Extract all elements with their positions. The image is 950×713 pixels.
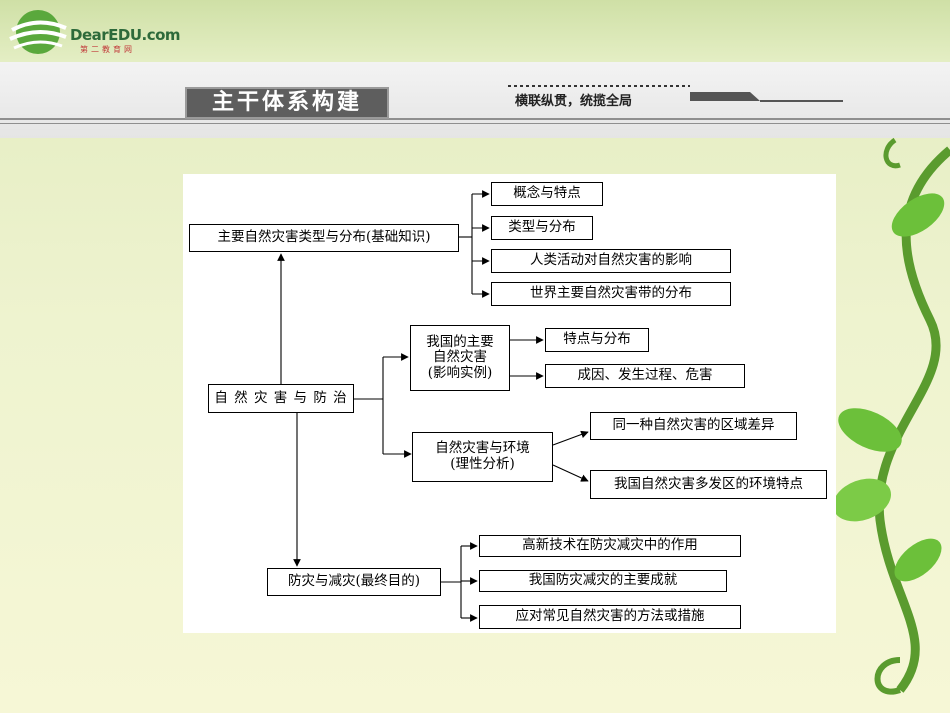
item-human-impact: 人类活动对自然灾害的影响 <box>491 249 731 273</box>
line: (理性分析) <box>450 456 515 472</box>
item-response-methods: 应对常见自然灾害的方法或措施 <box>479 605 741 629</box>
item-main-achievements: 我国防灾减灾的主要成就 <box>479 570 727 592</box>
page-title: 主干体系构建 <box>185 87 389 119</box>
divider <box>0 118 950 120</box>
branch-disaster-environment: 自然灾害与环境 (理性分析) <box>412 432 553 482</box>
branch-basic-knowledge: 主要自然灾害类型与分布(基础知识) <box>189 224 459 252</box>
item-causes-process-harm: 成因、发生过程、危害 <box>545 364 745 388</box>
line: 我国的主要 <box>426 333 494 350</box>
top-band <box>0 0 950 62</box>
item-high-tech-role: 高新技术在防灾减灾中的作用 <box>479 535 741 557</box>
line: 自然灾害与环境 <box>435 440 530 457</box>
item-features-distribution: 特点与分布 <box>545 328 649 352</box>
logo-text: DearEDU.com <box>70 26 181 44</box>
logo-subtext: 第二教育网 <box>80 45 135 54</box>
site-logo[interactable]: DearEDU.com 第二教育网 <box>8 8 181 58</box>
line: 自然灾害 <box>433 349 487 366</box>
item-regional-differences: 同一种自然灾害的区域差异 <box>590 412 797 440</box>
item-types-distribution: 类型与分布 <box>491 216 593 240</box>
connector-lines <box>277 190 589 622</box>
page-subtitle: 横联纵贯，统揽全局 <box>515 94 633 109</box>
root-node: 自 然 灾 害 与 防 治 <box>208 384 354 413</box>
branch-china-disasters: 我国的主要 自然灾害 (影响实例) <box>410 325 510 391</box>
header-decoration <box>508 85 843 102</box>
item-environment-features: 我国自然灾害多发区的环境特点 <box>590 470 827 499</box>
item-world-belts: 世界主要自然灾害带的分布 <box>491 282 731 306</box>
logo-swoosh-icon <box>9 10 67 54</box>
branch-prevention-mitigation: 防灾与减灾(最终目的) <box>267 568 441 596</box>
divider <box>0 123 950 124</box>
concept-map: 自 然 灾 害 与 防 治 主要自然灾害类型与分布(基础知识) 概念与特点 类型… <box>183 174 836 633</box>
item-concept-features: 概念与特点 <box>491 182 603 206</box>
line: (影响实例) <box>427 364 493 381</box>
